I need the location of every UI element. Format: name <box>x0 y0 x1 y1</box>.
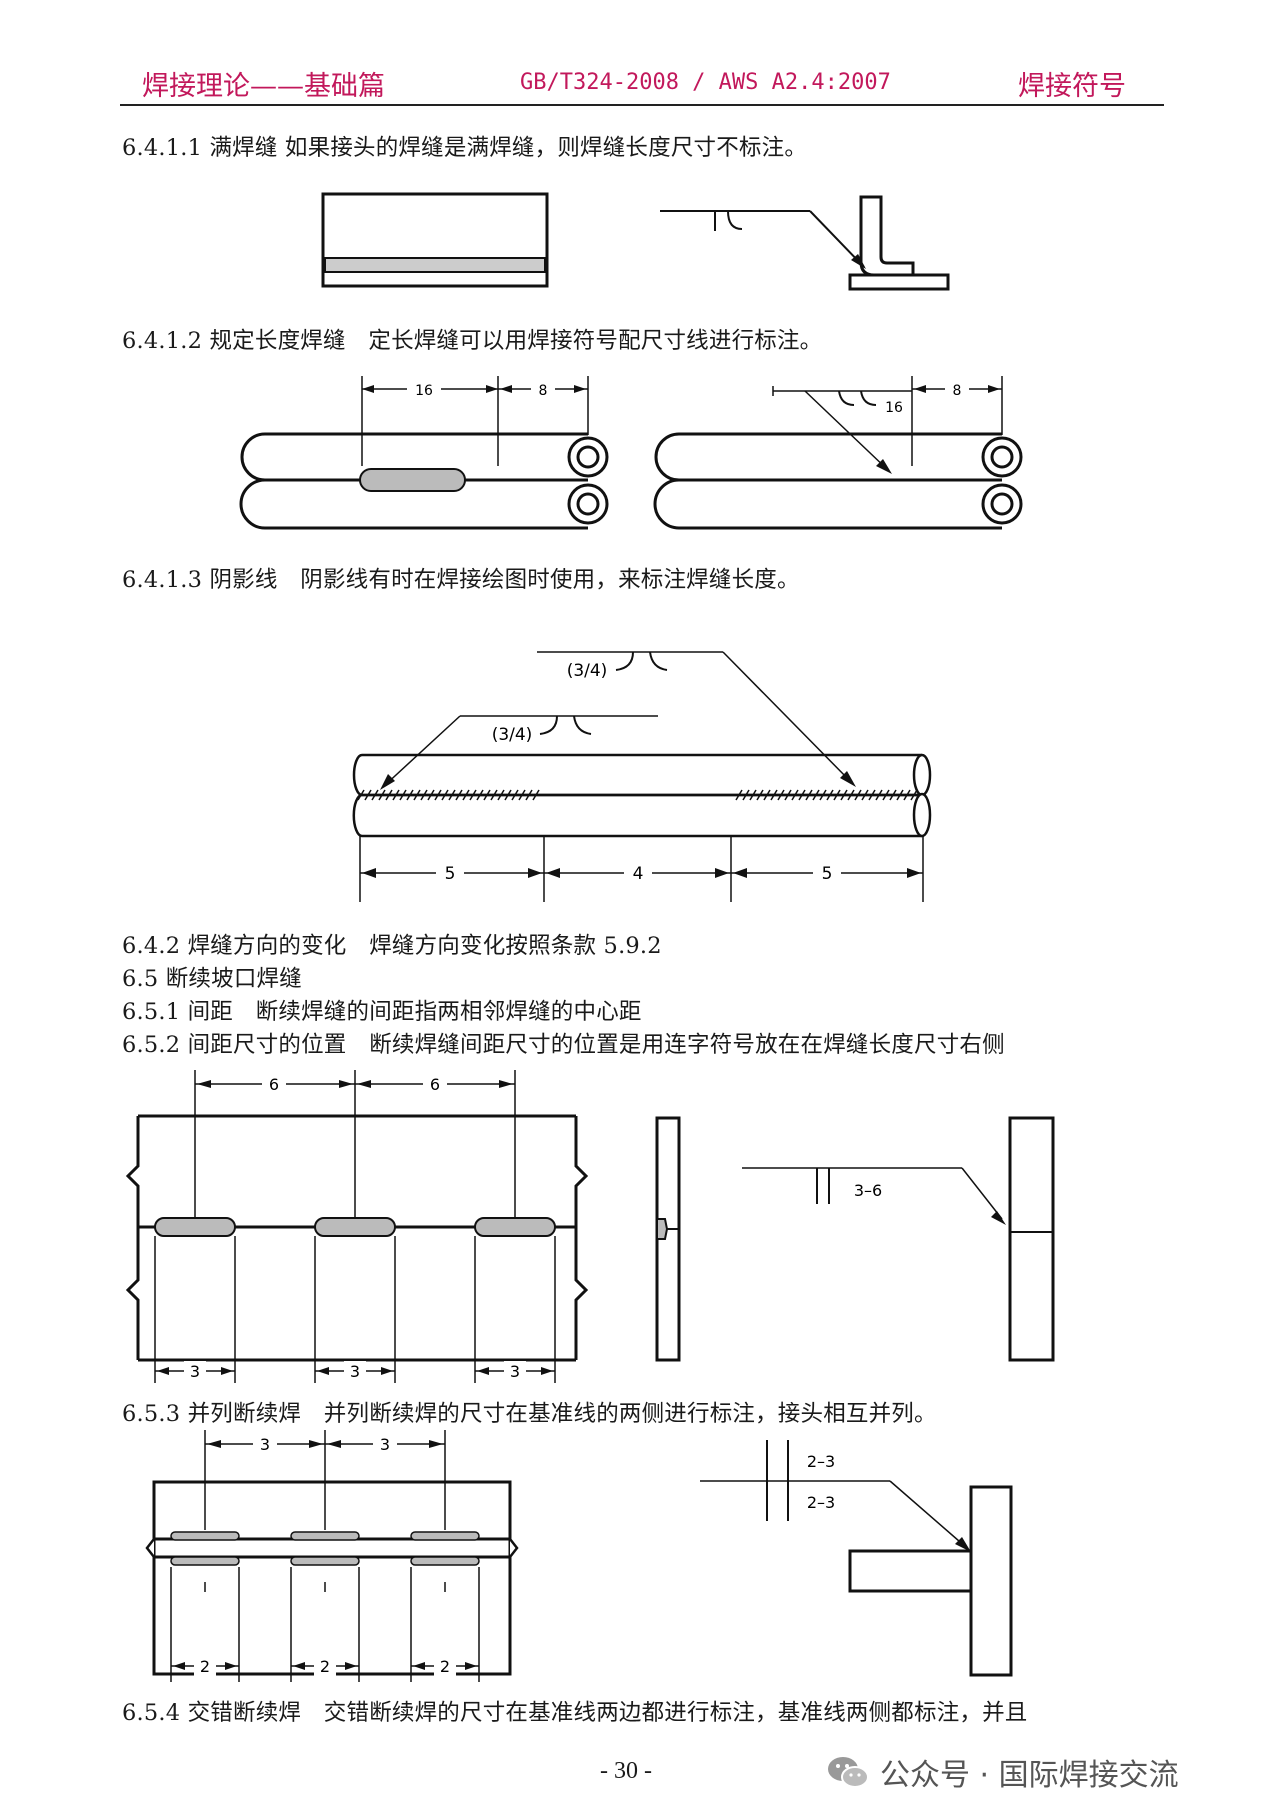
header-standard: GB/T324-2008 / AWS A2.4:2007 <box>520 70 891 95</box>
plate-top-view <box>321 192 549 288</box>
length-2-b: 2 <box>320 1657 330 1676</box>
symbol-bottom-size: (3/4) <box>492 725 533 745</box>
break-line-right <box>574 1116 589 1360</box>
watermark-text: 公众号 · 国际焊接交流 <box>880 1758 1179 1793</box>
arrow-line <box>804 390 890 472</box>
para-6-5: 6.5 断续坡口焊缝 <box>122 966 302 992</box>
watermark: 公众号 · 国际焊接交流 <box>826 1750 1179 1794</box>
hatching-left <box>357 789 540 801</box>
para-6-5-2: 6.5.2 间距尺寸的位置 断续焊缝间距尺寸的位置是用连字符号放在在焊缝长度尺寸… <box>122 1032 1005 1058</box>
weld-segment-1 <box>154 1217 236 1237</box>
angle-section <box>859 195 915 277</box>
weld-segment <box>359 468 466 492</box>
weld-top-2 <box>290 1531 360 1541</box>
figure-hatching: (3/4) (3/4) 5 4 5 <box>352 651 932 902</box>
plate-top-view <box>152 1480 512 1676</box>
symbol-length-pitch: 3–6 <box>854 1181 882 1200</box>
dimension-5-left: 5 <box>445 864 456 884</box>
para-6-5-4: 6.5.4 交错断续焊 交错断续焊的尺寸在基准线两边都进行标注，基准线两侧都标注… <box>122 1700 1028 1726</box>
fillet-symbol-arrow-side <box>838 390 855 406</box>
header-title-left: 焊接理论——基础篇 <box>142 71 385 102</box>
length-3-c: 3 <box>510 1362 520 1381</box>
symbol-other-side: 2–3 <box>807 1493 835 1512</box>
header-rule <box>120 104 1164 106</box>
para-6-5-1: 6.5.1 间距 断续焊缝的间距指两相邻焊缝的中心距 <box>122 999 642 1025</box>
para-6-4-1-3: 6.4.1.3 阴影线 阴影线有时在焊接绘图时使用，来标注焊缝长度。 <box>122 567 800 593</box>
figure-chain-intermittent: 3 3 2 2 2 2–3 2–3 <box>145 1430 1013 1682</box>
weld-bottom-2 <box>290 1556 360 1566</box>
length-3-a: 3 <box>190 1362 200 1381</box>
pipe-pair-left <box>239 432 609 530</box>
figure-pitch-location: 6 6 3 3 3 3–6 <box>125 1070 1055 1383</box>
symbol-top-size: (3/4) <box>567 661 608 681</box>
break-line-left <box>125 1116 140 1360</box>
fillet-symbol-other-side <box>860 390 877 406</box>
base-plate-section <box>848 273 950 291</box>
arrow-line <box>961 1167 1003 1220</box>
wechat-icon <box>828 1757 869 1788</box>
para-6-4-2: 6.4.2 焊缝方向的变化 焊缝方向变化按照条款 5.9.2 <box>122 933 662 959</box>
pitch-6-a: 6 <box>269 1075 279 1094</box>
page-number: - 30 - <box>600 1758 652 1784</box>
length-2-c: 2 <box>440 1657 450 1676</box>
figure-full-weld <box>321 192 950 291</box>
weld-length-16: 16 <box>885 400 903 416</box>
length-2-a: 2 <box>200 1657 210 1676</box>
length-3-b: 3 <box>350 1362 360 1381</box>
para-6-5-3: 6.5.3 并列断续焊 并列断续焊的尺寸在基准线的两侧进行标注，接头相互并列。 <box>122 1401 937 1427</box>
groove-weld-section <box>656 1218 669 1240</box>
fillet-weld-symbol <box>727 210 743 230</box>
weld-bottom-1 <box>170 1556 240 1566</box>
weld-bead <box>324 257 546 273</box>
weld-top-1 <box>170 1531 240 1541</box>
symbol-arrow-side: 2–3 <box>807 1452 835 1471</box>
arrow-line <box>889 1480 968 1549</box>
dimension-8: 8 <box>539 383 548 399</box>
weld-segment-3 <box>474 1217 556 1237</box>
figure-specified-length: 16 8 16 8 <box>239 376 1023 530</box>
dimension-8-right: 8 <box>953 383 962 399</box>
pitch-6-b: 6 <box>430 1075 440 1094</box>
hatching-right <box>735 789 918 801</box>
flange-plate <box>969 1485 1013 1677</box>
arrow-line-bottom <box>382 715 461 788</box>
header-title-right: 焊接符号 <box>1018 71 1126 102</box>
para-6-4-1-2: 6.4.1.2 规定长度焊缝 定长焊缝可以用焊接符号配尺寸线进行标注。 <box>122 328 823 354</box>
pitch-3-a: 3 <box>260 1435 270 1454</box>
plate-section-right <box>1008 1116 1055 1362</box>
arrow-line-top <box>722 651 853 784</box>
pipe-pair-right <box>653 432 1023 530</box>
dimension-5-right: 5 <box>822 864 833 884</box>
dimension-16: 16 <box>415 383 433 399</box>
para-6-4-1-1: 6.4.1.1 满焊缝 如果接头的焊缝是满焊缝，则焊缝长度尺寸不标注。 <box>122 135 808 161</box>
weld-segment-2 <box>314 1217 396 1237</box>
pitch-3-b: 3 <box>380 1435 390 1454</box>
web-plate <box>848 1549 973 1593</box>
dimension-4: 4 <box>633 864 644 884</box>
weld-top-3 <box>410 1531 480 1541</box>
weld-bottom-3 <box>410 1556 480 1566</box>
